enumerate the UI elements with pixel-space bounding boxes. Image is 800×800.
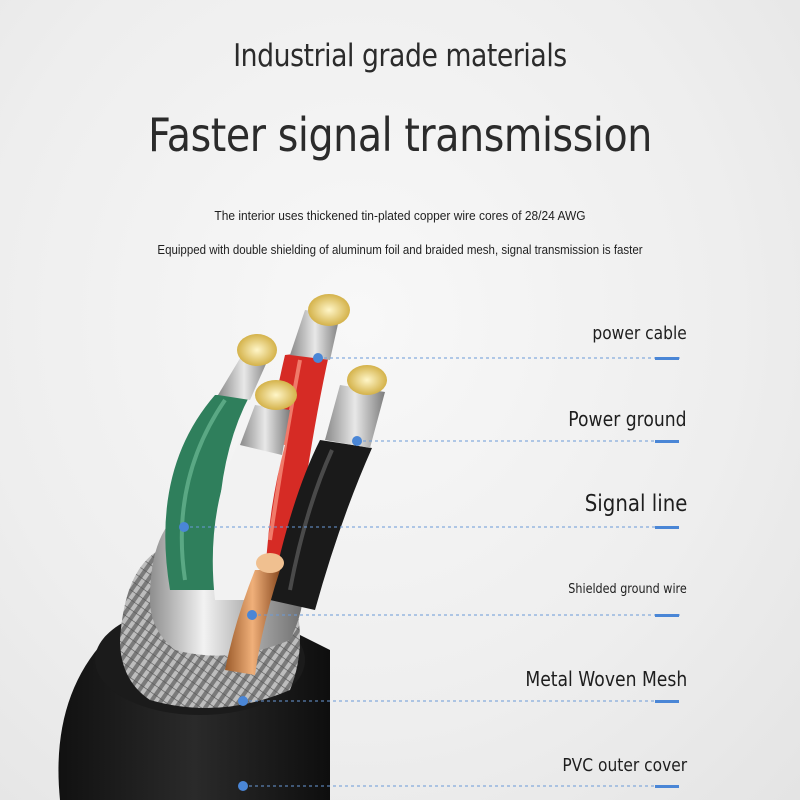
description-line-1: The interior uses thickened tin-plated c… bbox=[214, 208, 586, 223]
label-signal-line: Signal line bbox=[584, 491, 687, 517]
tick-shielded-ground-wire bbox=[655, 614, 679, 617]
green-wire bbox=[165, 334, 277, 590]
tick-power-ground bbox=[655, 440, 679, 443]
leader-lines bbox=[184, 357, 680, 787]
description-line-2: Equipped with double shielding of alumin… bbox=[157, 243, 643, 257]
label-pvc-outer-cover: PVC outer cover bbox=[562, 755, 687, 776]
tick-signal-line bbox=[655, 526, 679, 529]
label-power-cable: power cable bbox=[592, 323, 687, 344]
copper-ground-wire bbox=[225, 553, 284, 675]
tick-pvc-outer-cover bbox=[655, 785, 679, 788]
tick-power-cable bbox=[655, 357, 679, 360]
leader-dots bbox=[179, 353, 362, 791]
black-wire bbox=[270, 365, 387, 610]
label-metal-woven-mesh: Metal Woven Mesh bbox=[525, 667, 687, 691]
white-wire bbox=[212, 380, 297, 600]
tick-metal-woven-mesh bbox=[655, 700, 679, 703]
label-power-ground: Power ground bbox=[568, 407, 687, 431]
heading-line-1: Industrial grade materials bbox=[233, 38, 567, 74]
label-shielded-ground-wire: Shielded ground wire bbox=[568, 582, 687, 597]
heading-line-2: Faster signal transmission bbox=[148, 108, 652, 162]
